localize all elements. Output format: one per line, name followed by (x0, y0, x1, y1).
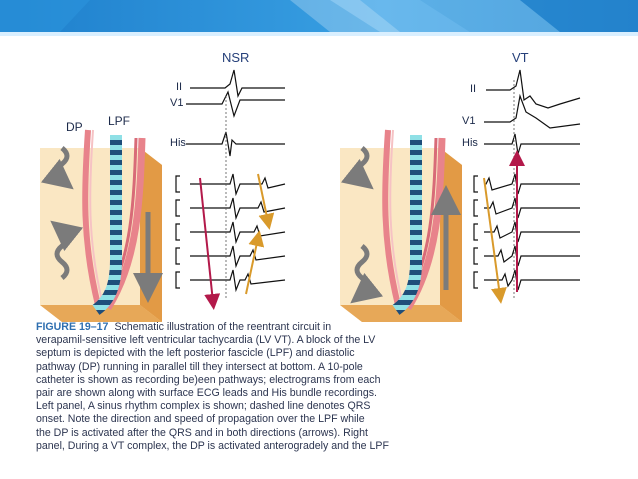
vt-lead-v1-label: V1 (462, 115, 475, 127)
vt-dp-pathway (382, 129, 401, 306)
vt-his-label: His (462, 137, 478, 149)
nsr-dp-pathway (82, 129, 101, 306)
vt-ecg-traces (473, 69, 581, 291)
nsr-orange-arrow-up (245, 230, 265, 295)
figure-label: FIGURE 19–17 (36, 321, 109, 333)
dp-label: DP (66, 120, 83, 134)
caption-line: the DP is activated after the QRS and in… (36, 426, 368, 439)
nsr-lead-v1-label: V1 (170, 97, 183, 109)
vt-catheter (410, 135, 422, 265)
figure-caption: FIGURE 19–17 Schematic illustration of th… (36, 321, 616, 453)
nsr-lead-ii-label: II (176, 81, 182, 93)
vt-lead-ii-label: II (470, 83, 476, 95)
vt-orange-arrow (483, 177, 507, 304)
caption-line: onset. Note the direction and speed of p… (36, 413, 365, 426)
caption-line: panel, During a VT complex, the DP is ac… (36, 439, 389, 452)
caption-line: septum is depicted with the left posteri… (36, 347, 355, 360)
lpf-label: LPF (108, 114, 130, 128)
nsr-orange-arrow-down (257, 173, 275, 230)
caption-line: catheter is shown as recording be)een pa… (36, 373, 381, 386)
caption-line: pair are shown along with surface ECG le… (36, 387, 377, 400)
reentrant-circuit-figure: NSR DP LPF II V1 His (40, 50, 581, 322)
vt-title: VT (512, 50, 529, 65)
caption-line: Left panel, A sinus rhythm complex is sh… (36, 400, 371, 413)
vt-gray-arrow-wave-1 (340, 146, 374, 190)
nsr-title: NSR (222, 50, 249, 65)
caption-line: verapamil-sensitive left ventricular tac… (36, 334, 376, 347)
top-decorative-band (0, 0, 638, 36)
caption-first-text: Schematic illustration of the reentrant … (114, 321, 332, 333)
nsr-gray-arrow-wave-1 (40, 146, 74, 190)
nsr-gray-arrow-wave-2 (50, 220, 84, 280)
caption-line: pathway (DP) running in parallel till th… (36, 360, 363, 373)
nsr-red-arrow (199, 177, 221, 310)
nsr-ecg-traces (175, 69, 286, 293)
nsr-his-label: His (170, 137, 186, 149)
caption-first-line: FIGURE 19–17 Schematic illustration of th… (36, 321, 616, 334)
vt-gray-arrow-wave-2 (350, 244, 384, 304)
